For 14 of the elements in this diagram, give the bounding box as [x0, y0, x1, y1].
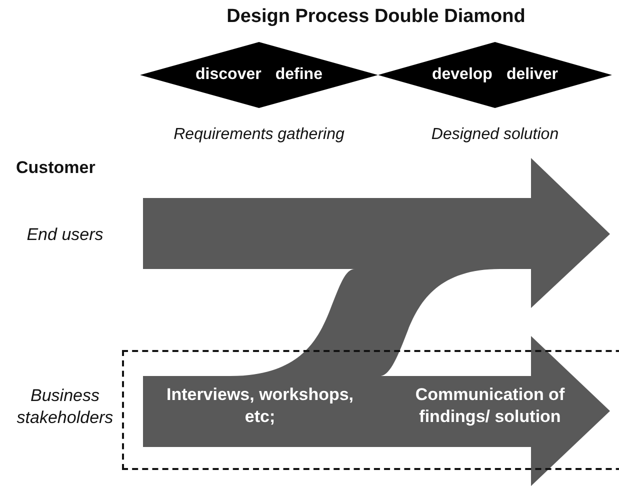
- diagram-title: Design Process Double Diamond: [226, 6, 526, 28]
- caption-text: Requirements gathering: [172, 125, 346, 145]
- heading-text: Customer: [16, 157, 96, 179]
- phase-label: discover: [196, 66, 262, 84]
- phase-label: deliver: [506, 66, 558, 84]
- arrow-label: Communication of findings/ solution: [414, 384, 566, 428]
- arrow-label: Interviews, workshops, etc;: [165, 384, 355, 428]
- phase-label: define: [275, 66, 322, 84]
- caption-text: Business stakeholders: [16, 385, 114, 430]
- caption-text: Designed solution: [430, 125, 560, 145]
- phase-diamond: [140, 42, 378, 108]
- caption-text: End users: [26, 224, 104, 246]
- phase-diamond: [378, 42, 612, 108]
- phase-label: develop: [432, 66, 492, 84]
